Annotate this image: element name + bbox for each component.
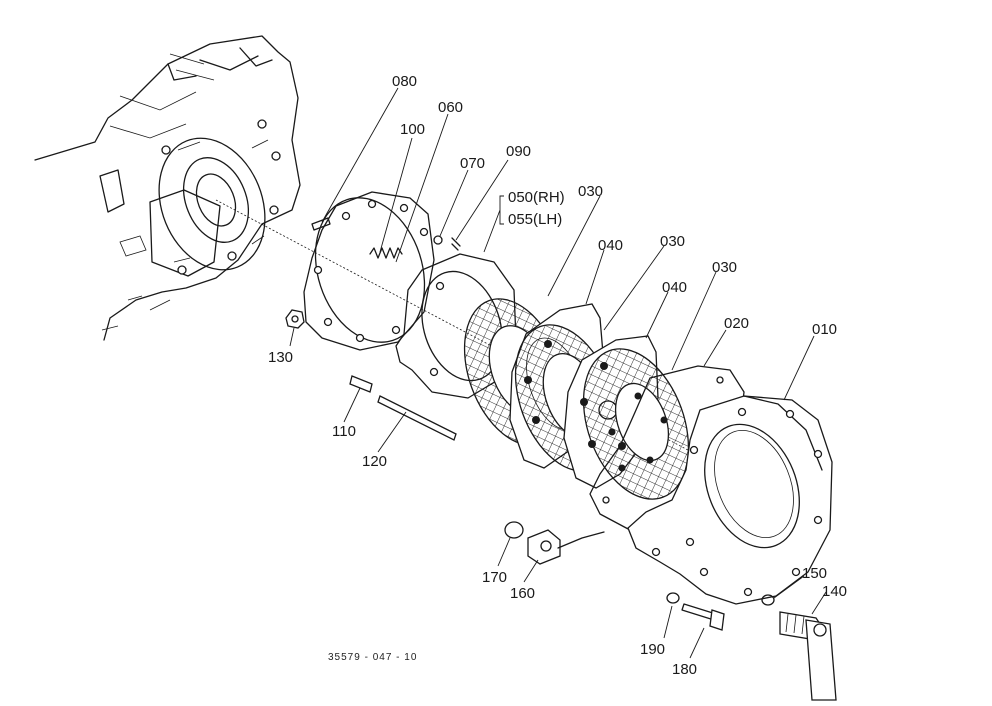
part-label: 100	[400, 121, 425, 138]
washer	[666, 592, 680, 604]
part-label: 010	[812, 321, 837, 338]
nut	[285, 309, 305, 329]
snap-pin	[451, 237, 461, 251]
friction-disc-3	[582, 348, 690, 500]
part-label: 050(RH)	[508, 189, 565, 206]
part-label: 090	[506, 143, 531, 160]
part-label: 040	[598, 237, 623, 254]
stud-bolt	[377, 395, 457, 441]
transmission-housing	[34, 35, 301, 341]
part-label: 030	[578, 183, 603, 200]
housing-bolt	[681, 603, 725, 631]
part-label: 030	[660, 233, 685, 250]
collar	[349, 375, 373, 393]
brake-housing	[627, 395, 833, 605]
brake-cover-plate	[303, 191, 435, 351]
o-ring	[761, 594, 775, 606]
part-label: 060	[438, 99, 463, 116]
leader-lines	[289, 87, 827, 659]
drawing-number: 35579 - 047 - 10	[328, 652, 417, 663]
cam	[527, 529, 605, 565]
part-label: 130	[268, 349, 293, 366]
cam-lever-shaft	[779, 611, 837, 701]
part-label: 080	[392, 73, 417, 90]
part-label: 180	[672, 661, 697, 678]
part-label: 030	[712, 259, 737, 276]
part-label: 020	[724, 315, 749, 332]
part-label: 070	[460, 155, 485, 172]
brake-spring	[369, 247, 403, 259]
part-label: 160	[510, 585, 535, 602]
part-label: 055(LH)	[508, 211, 562, 228]
part-labels: 080 060 100 070 090 050(RH) 055(LH) 030 …	[268, 73, 847, 678]
part-label: 110	[332, 423, 356, 440]
part-label: 040	[662, 279, 687, 296]
part-label: 170	[482, 569, 507, 586]
part-label: 190	[640, 641, 665, 658]
pin	[433, 235, 443, 245]
part-label: 120	[362, 453, 387, 470]
part-label: 150	[802, 565, 827, 582]
seal-ring	[504, 521, 524, 539]
part-label: 140	[822, 583, 847, 600]
